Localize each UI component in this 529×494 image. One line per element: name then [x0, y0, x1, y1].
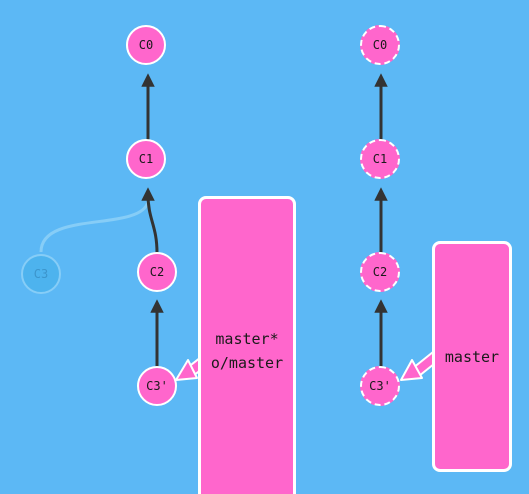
commit-node-local-c3-prime: C3' [137, 366, 177, 406]
commit-node-local-c2: C2 [137, 252, 177, 292]
branch-pointer-remote-master [400, 351, 440, 381]
branch-name-master-star: master* [215, 330, 279, 348]
commit-node-local-c0: C0 [126, 25, 166, 65]
branch-name-origin-master: o/master [210, 354, 284, 372]
branch-label-local-master: master* o/master [198, 196, 296, 494]
branch-label-remote-master: master [432, 241, 512, 472]
commit-node-remote-c2: C2 [360, 252, 400, 292]
commit-node-remote-c1: C1 [360, 139, 400, 179]
commit-node-ghost-c3: C3 [21, 254, 61, 294]
edge-local-c2-to-c1 [141, 187, 159, 254]
commit-node-local-c1: C1 [126, 139, 166, 179]
commit-node-remote-c0: C0 [360, 25, 400, 65]
branch-name-master: master [444, 347, 500, 366]
commit-node-remote-c3-prime: C3' [360, 366, 400, 406]
edge-ghost-c3-to-c1 [39, 201, 150, 253]
